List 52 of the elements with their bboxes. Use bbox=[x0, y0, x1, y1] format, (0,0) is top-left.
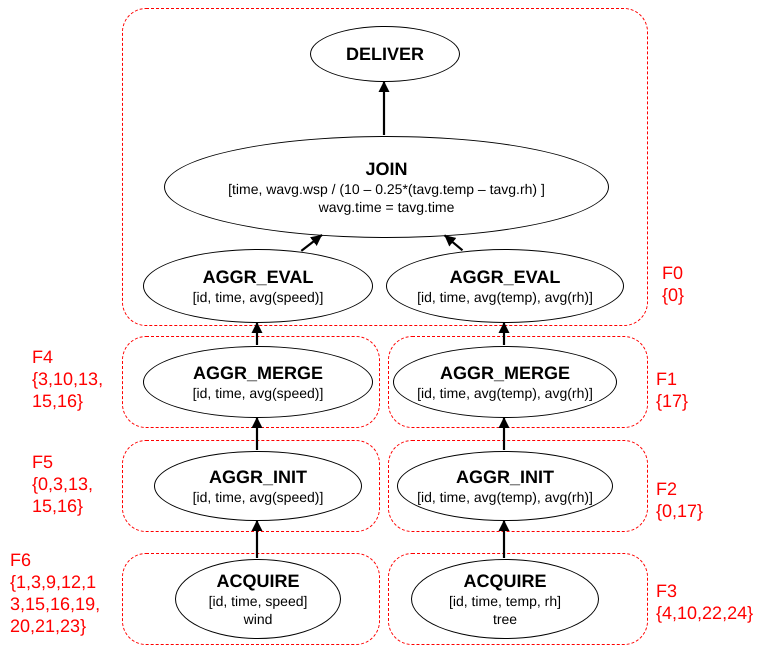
operator-name: DELIVER bbox=[346, 44, 424, 64]
operator-detail: [id, time, avg(speed)] bbox=[192, 488, 324, 506]
arrow bbox=[300, 234, 323, 252]
arrow bbox=[252, 417, 262, 450]
operator-detail: [id, time, speed] bbox=[208, 592, 308, 610]
operator-detail: tree bbox=[492, 610, 518, 628]
fragment-set: {1,3,9,12,1 3,15,16,19, 20,21,23} bbox=[10, 571, 102, 637]
fragment-box bbox=[388, 440, 648, 532]
fragment-set: {3,10,13, 15,16} bbox=[32, 368, 104, 412]
operator-detail: wind bbox=[244, 610, 272, 628]
fragment-box bbox=[122, 440, 380, 532]
fragment-box bbox=[122, 553, 380, 645]
fragment-set: {0} bbox=[662, 284, 686, 306]
operator-name: JOIN bbox=[365, 158, 408, 180]
arrow bbox=[444, 234, 464, 252]
operator-detail: [time, wavg.wsp / (10 – 0.25*(tavg.temp – tavg.rh) ] bbox=[228, 180, 545, 198]
operator-name: AGGR_INIT bbox=[208, 466, 307, 488]
fragment-set: {17} bbox=[656, 390, 690, 412]
fragment-name: F4 bbox=[32, 346, 54, 368]
arrow bbox=[252, 520, 262, 558]
fragment-box bbox=[388, 336, 648, 428]
arrow bbox=[252, 322, 262, 345]
operator-name: ACQUIRE bbox=[216, 570, 300, 592]
fragment-box bbox=[388, 553, 648, 645]
operator-name: AGGR_EVAL bbox=[450, 266, 560, 288]
arrow bbox=[498, 322, 510, 345]
operator-name: AGGR_EVAL bbox=[202, 266, 314, 288]
fragment-name: F6 bbox=[10, 549, 32, 571]
fragment-name: F0 bbox=[662, 262, 684, 284]
fragment-name: F5 bbox=[32, 451, 54, 473]
operator-detail: [id, time, avg(temp), avg(rh)] bbox=[417, 384, 593, 402]
operator-detail: [id, time, temp, rh] bbox=[448, 592, 562, 610]
arrow bbox=[378, 81, 390, 135]
operator-name: ACQUIRE bbox=[463, 570, 546, 592]
fragment-name: F2 bbox=[656, 478, 678, 500]
operator-detail: [id, time, avg(speed)] bbox=[192, 384, 324, 402]
operator-name: AGGR_INIT bbox=[456, 466, 554, 488]
fragment-name: F1 bbox=[656, 368, 678, 390]
fragment-set: {4,10,22,24} bbox=[656, 602, 754, 624]
arrow bbox=[498, 417, 510, 450]
operator-name: AGGR_MERGE bbox=[440, 362, 570, 384]
fragment-set: {0,17} bbox=[656, 500, 704, 522]
operator-detail: [id, time, avg(temp), avg(rh)] bbox=[417, 488, 593, 506]
operator-detail: [id, time, avg(temp), avg(rh)] bbox=[417, 288, 593, 306]
operator-detail: [id, time, avg(speed)] bbox=[192, 288, 324, 306]
arrow bbox=[498, 520, 510, 558]
operator-detail: wavg.time = tavg.time bbox=[318, 198, 454, 216]
operator-name: AGGR_MERGE bbox=[192, 362, 324, 384]
fragment-box bbox=[122, 336, 380, 428]
fragment-box bbox=[122, 8, 648, 326]
fragment-set: {0,3,13, 15,16} bbox=[32, 473, 94, 517]
fragment-name: F3 bbox=[656, 580, 678, 602]
